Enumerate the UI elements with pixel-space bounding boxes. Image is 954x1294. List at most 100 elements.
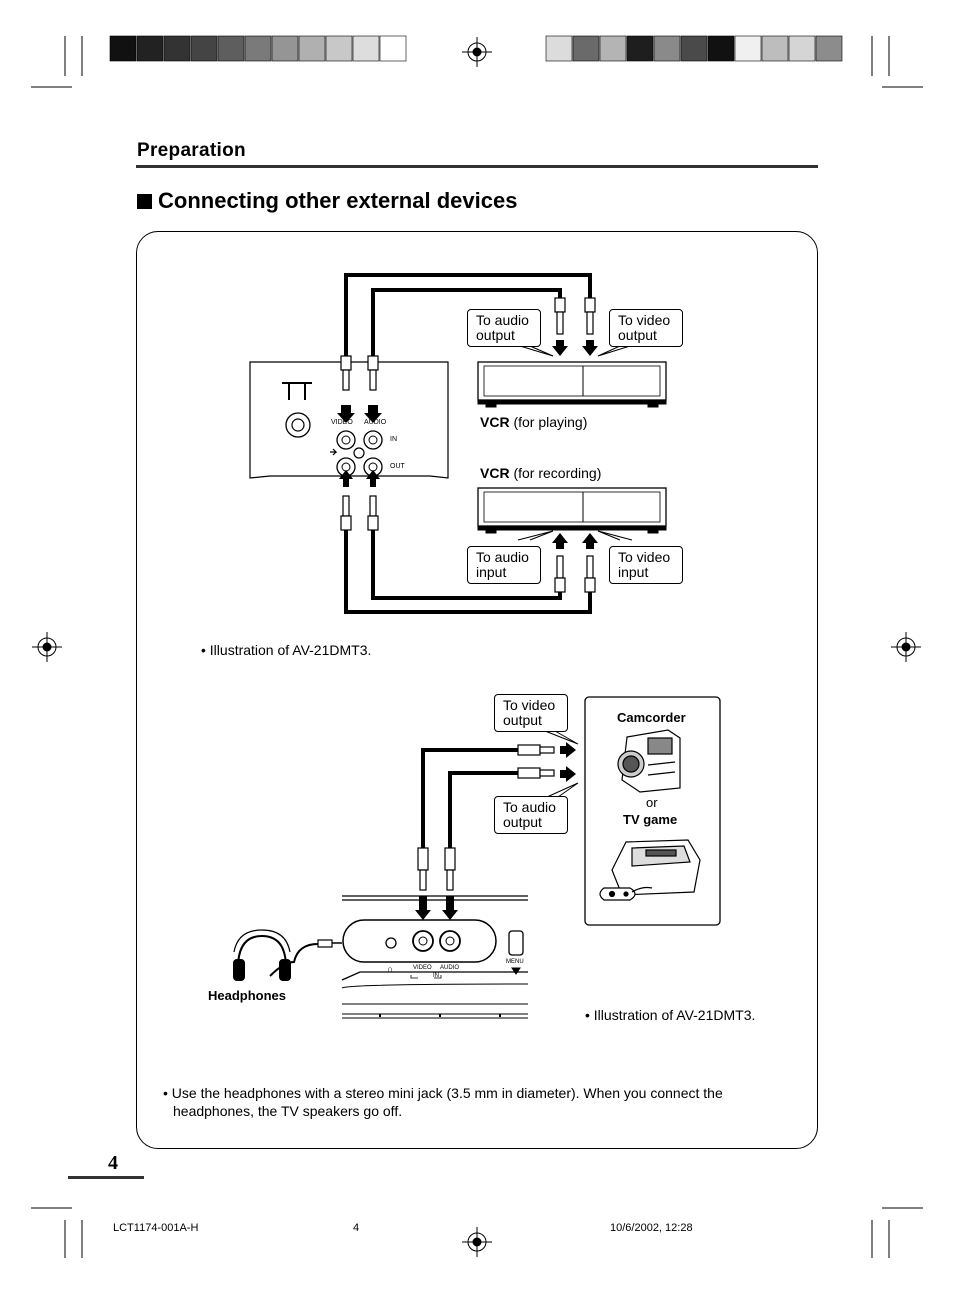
vcr-recording-bold: VCR: [480, 465, 510, 481]
footer-code: LCT1174-001A-H: [113, 1222, 199, 1234]
vcr-illustration-note: • Illustration of AV-21DMT3.: [201, 642, 372, 658]
color-bar-swatch: [325, 35, 353, 62]
plugs-top: [340, 297, 596, 391]
color-bar-swatch: [626, 35, 654, 62]
color-bar-swatch: [109, 35, 137, 62]
color-bar-swatch: [815, 35, 843, 62]
arrows-top: [552, 340, 598, 356]
color-bar-swatch: [599, 35, 627, 62]
page-number: 4: [108, 1152, 118, 1174]
callout-pointers-vcr: [517, 345, 633, 541]
color-bar-swatch: [217, 35, 245, 62]
footer-page: 4: [353, 1222, 360, 1234]
headphones-icon: [233, 929, 342, 981]
crop-marks: [31, 36, 923, 1258]
color-bar-swatch: [379, 35, 407, 62]
front-in-label: IN: [433, 973, 439, 979]
panel-out-label: OUT: [390, 463, 405, 470]
callout-line: output: [503, 814, 542, 830]
camcorder-cables: [421, 748, 520, 848]
callout-line: To audio: [503, 799, 556, 815]
callout-line: To video: [618, 312, 671, 328]
callout-vcr-audio-input: To audio input: [467, 546, 541, 584]
color-bar-swatch: [788, 35, 816, 62]
callout-line: To video: [618, 549, 671, 565]
callout-line: output: [503, 712, 542, 728]
tv-rear-panel: [249, 361, 449, 479]
headphones-label: Headphones: [208, 988, 287, 1003]
plugs-bottom: [340, 495, 596, 593]
camcorder-icon: [617, 729, 681, 793]
camcorder-callout-pointers: [544, 730, 579, 798]
callout-line: input: [476, 564, 507, 580]
headphone-note-line2: headphones, the TV speakers go off.: [173, 1103, 403, 1119]
or-label: or: [646, 795, 658, 810]
callout-vcr-video-output: To video output: [609, 309, 683, 347]
color-bar-swatch: [761, 35, 789, 62]
footer-timestamp: 10/6/2002, 12:28: [610, 1222, 693, 1234]
callout-vcr-video-input: To video input: [609, 546, 683, 584]
vcr-recording-label: VCR (for recording): [480, 465, 601, 481]
page-number-rule: [68, 1176, 144, 1179]
vcr-playing-bold: VCR: [480, 414, 510, 430]
registration-mark-bottom: [462, 1227, 492, 1257]
color-bar-swatch: [352, 35, 380, 62]
color-bar-swatch: [680, 35, 708, 62]
camcorder-label: Camcorder: [617, 710, 686, 725]
section-rule: [136, 165, 818, 168]
callout-line: output: [476, 327, 515, 343]
vcr-playing-label: VCR (for playing): [480, 414, 587, 430]
color-bar-swatch: [136, 35, 164, 62]
registration-mark-right: [891, 632, 921, 662]
color-bar-swatch: [190, 35, 218, 62]
callout-vcr-audio-output: To audio output: [467, 309, 541, 347]
panel-in-label: IN: [390, 436, 397, 443]
color-bar-swatch: [707, 35, 735, 62]
panel-video-label: VIDEO: [331, 419, 353, 426]
color-bar-swatch: [271, 35, 299, 62]
vcr-playing-device: [477, 361, 667, 408]
front-menu-label: MENU: [506, 959, 524, 965]
page-heading: Connecting other external devices: [137, 188, 517, 214]
front-audio-label: AUDIO: [440, 965, 460, 971]
registration-mark-left: [32, 632, 62, 662]
callout-line: output: [618, 327, 657, 343]
color-bar-swatch: [163, 35, 191, 62]
front-video-label: VIDEO: [413, 965, 432, 971]
gray-scale-bar-left: [109, 35, 407, 62]
cables-vcr-playing: [344, 273, 592, 360]
tv-game-icon: [599, 839, 701, 901]
content-frame: [136, 231, 818, 1149]
vcr-recording-rest: (for recording): [509, 465, 602, 481]
gray-scale-bar-right: [545, 35, 843, 62]
front-headphone-symbol: ∩: [387, 964, 394, 974]
callout-cam-audio-output: To audio output: [494, 796, 568, 834]
vcr-recording-device: [477, 487, 667, 534]
tv-game-label: TV game: [623, 812, 678, 827]
color-bar-swatch: [572, 35, 600, 62]
color-bar-swatch: [298, 35, 326, 62]
registration-mark-top: [462, 37, 492, 67]
tv-front-panel: [341, 895, 529, 1019]
callout-line: To video: [503, 697, 556, 713]
color-bar-swatch: [734, 35, 762, 62]
callout-cam-video-output: To video output: [494, 694, 568, 732]
cables-vcr-recording: [344, 530, 592, 614]
heading-square-icon: [137, 193, 152, 209]
headphone-note-line1: • Use the headphones with a stereo mini …: [163, 1085, 723, 1101]
color-bar-swatch: [545, 35, 573, 62]
vcr-playing-rest: (for playing): [509, 414, 588, 430]
color-bar-swatch: [244, 35, 272, 62]
color-bar-swatch: [653, 35, 681, 62]
cam-illustration-note: • Illustration of AV-21DMT3.: [585, 1007, 756, 1023]
callout-line: input: [618, 564, 649, 580]
callout-line: To audio: [476, 549, 529, 565]
camcorder-arrows: [415, 742, 576, 920]
section-title: Preparation: [137, 140, 246, 161]
headphone-note: • Use the headphones with a stereo mini …: [163, 1084, 803, 1120]
camcorder-plugs: [417, 744, 555, 891]
callout-line: To audio: [476, 312, 529, 328]
heading-text: Connecting other external devices: [158, 188, 518, 213]
